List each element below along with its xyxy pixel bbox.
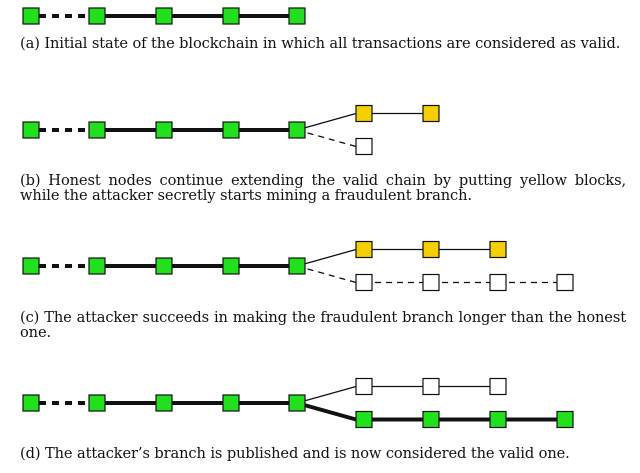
block-valid	[489, 410, 507, 429]
block-valid	[222, 7, 240, 25]
block-valid	[22, 257, 40, 275]
block-honest	[355, 240, 373, 259]
caption-c: (c) The attacker succeeds in making the …	[20, 309, 626, 341]
caption-b: (b) Honest nodes continue extending the …	[20, 172, 626, 204]
block-valid	[22, 121, 40, 139]
branch-fork-link-lower	[296, 265, 357, 284]
block-fraud	[422, 273, 440, 292]
block-valid	[288, 121, 306, 139]
block-valid	[155, 7, 173, 25]
caption-a: (a) Initial state of the blockchain in w…	[20, 35, 621, 52]
block-fraud	[556, 273, 574, 292]
block-valid	[88, 257, 106, 275]
block-valid	[155, 257, 173, 275]
branch-fork-link-lower	[296, 129, 357, 148]
block-fraud	[422, 377, 440, 396]
block-valid	[222, 121, 240, 139]
block-valid	[556, 410, 574, 429]
block-valid	[422, 410, 440, 429]
block-valid	[222, 394, 240, 412]
block-fraud	[489, 273, 507, 292]
block-valid	[88, 7, 106, 25]
block-valid	[288, 7, 306, 25]
branch-fork-link-lower	[296, 401, 357, 422]
block-fraud	[355, 137, 373, 156]
branch-fork-link-upper	[296, 385, 357, 404]
block-valid	[288, 257, 306, 275]
block-valid	[22, 394, 40, 412]
block-honest	[355, 104, 373, 123]
block-valid	[288, 394, 306, 412]
caption-d: (d) The attacker’s branch is published a…	[20, 445, 570, 462]
block-valid	[88, 394, 106, 412]
block-valid	[222, 257, 240, 275]
block-valid	[155, 121, 173, 139]
block-valid	[22, 7, 40, 25]
block-honest	[489, 240, 507, 259]
block-valid	[88, 121, 106, 139]
block-valid	[155, 394, 173, 412]
branch-fork-link-upper	[296, 112, 357, 131]
branch-fork-link-upper	[296, 248, 357, 267]
block-fraud	[355, 273, 373, 292]
block-honest	[422, 240, 440, 259]
block-fraud	[489, 377, 507, 396]
block-valid	[355, 410, 373, 429]
block-honest	[422, 104, 440, 123]
block-fraud	[355, 377, 373, 396]
